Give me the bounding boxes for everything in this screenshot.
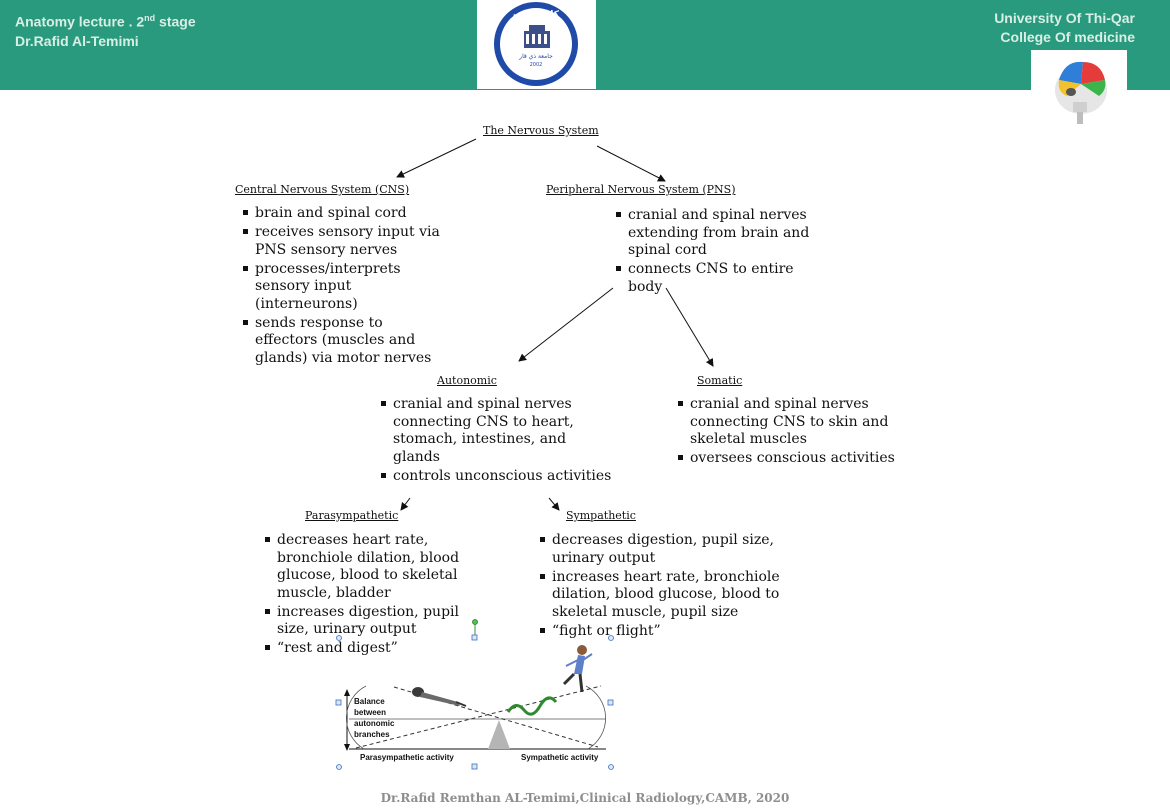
resize-handle[interactable] [607,699,614,706]
college-logo: كلية الطب جامعة ذي قار 2002 [477,0,596,89]
lecturer-name: Dr.Rafid Al-Temimi [15,32,139,49]
sympathetic-bullet: decreases digestion, pupil size, urinary… [540,532,777,567]
cns-bullet-list: brain and spinal cord receives sensory i… [243,205,443,369]
lecture-title-sup: nd [144,13,156,23]
arrow-to-parasympathetic [400,497,411,511]
sympathetic-activity-label: Sympathetic activity [521,753,599,762]
university-name: University Of Thi-Qar [994,10,1135,26]
somatic-bullet: oversees conscious activities [678,450,903,468]
balance-seesaw-illustration: Balance between autonomic branches Paras… [336,640,616,772]
logo-arabic-center: جامعة ذي قار [518,53,553,60]
institution-info: University Of Thi-Qar College Of medicin… [994,9,1135,47]
cns-bullet: brain and spinal cord [243,205,443,223]
lecture-info: Anatomy lecture . 2nd stage Dr.Rafid Al-… [15,9,196,51]
parasympathetic-bullet: “rest and digest” [265,640,505,658]
parasympathetic-bullet: decreases heart rate, bronchiole dilatio… [265,532,505,602]
somatic-bullet: cranial and spinal nerves connecting CNS… [678,396,890,449]
parasympathetic-bullet: increases digestion, pupil size, urinary… [265,604,492,639]
resize-handle[interactable] [608,764,614,770]
logo-year: 2002 [530,62,543,68]
pns-title: Peripheral Nervous System (PNS) [546,183,736,196]
parasympathetic-title: Parasympathetic [305,509,399,522]
sympathetic-bullet: “fight or flight” [540,623,785,641]
balance-label-line: Balance [354,697,385,706]
rotate-handle[interactable] [472,619,478,625]
resize-handle[interactable] [608,635,614,641]
resize-handle[interactable] [471,634,478,641]
somatic-bullet-list: cranial and spinal nerves connecting CNS… [678,396,903,469]
sympathetic-bullet: increases heart rate, bronchiole dilatio… [540,569,792,622]
logo-arabic-top: كلية الطب [513,10,560,20]
brain-skull-image [1031,50,1127,128]
cns-title: Central Nervous System (CNS) [235,183,410,196]
autonomic-title: Autonomic [437,374,497,387]
sympathetic-bullet-list: decreases digestion, pupil size, urinary… [540,532,785,642]
footer-credit: Dr.Rafid Remthan AL-Temimi,Clinical Radi… [380,791,790,805]
brain-skull-icon [1031,50,1127,128]
lecture-title: Anatomy lecture . 2 [15,13,145,30]
balance-label-line: between [354,708,386,717]
running-person-icon [562,645,593,693]
lecture-title-suffix: stage [155,13,196,30]
resize-handle[interactable] [336,764,342,770]
cns-bullet: processes/interprets sensory input (inte… [243,261,443,314]
sympathetic-title: Sympathetic [566,509,636,522]
balance-label-line: autonomic [354,719,395,728]
parasympathetic-bullet-list: decreases heart rate, bronchiole dilatio… [265,532,505,659]
arrow-to-cns [396,138,477,178]
arrow-to-somatic [665,287,714,367]
autonomic-bullet: controls unconscious activities [381,468,613,486]
balance-label-line: branches [354,730,390,739]
college-logo-icon: كلية الطب جامعة ذي قار 2002 [494,2,578,86]
pns-bullet-list: cranial and spinal nerves extending from… [616,207,821,298]
autonomic-bullet: cranial and spinal nerves connecting CNS… [381,396,578,466]
somatic-title: Somatic [697,374,743,387]
arrow-to-autonomic [518,287,614,362]
pns-bullet: cranial and spinal nerves extending from… [616,207,821,260]
snake-icon [506,696,558,716]
pns-bullet: connects CNS to entire body [616,261,821,296]
cns-bullet: receives sensory input via PNS sensory n… [243,224,443,259]
arrow-to-sympathetic [548,497,560,511]
resting-person-icon [412,687,467,707]
autonomic-bullet-list: cranial and spinal nerves connecting CNS… [381,396,613,487]
college-name: College Of medicine [1000,29,1135,45]
seesaw-graphic: Balance between autonomic branches Paras… [344,645,606,762]
resize-handle[interactable] [336,635,342,641]
nervous-system-title: The Nervous System [483,124,599,137]
parasympathetic-activity-label: Parasympathetic activity [360,753,454,762]
cns-bullet: sends response to effectors (muscles and… [243,315,443,368]
resize-handle[interactable] [471,763,478,770]
arrow-to-pns [596,145,666,182]
resize-handle[interactable] [335,699,342,706]
